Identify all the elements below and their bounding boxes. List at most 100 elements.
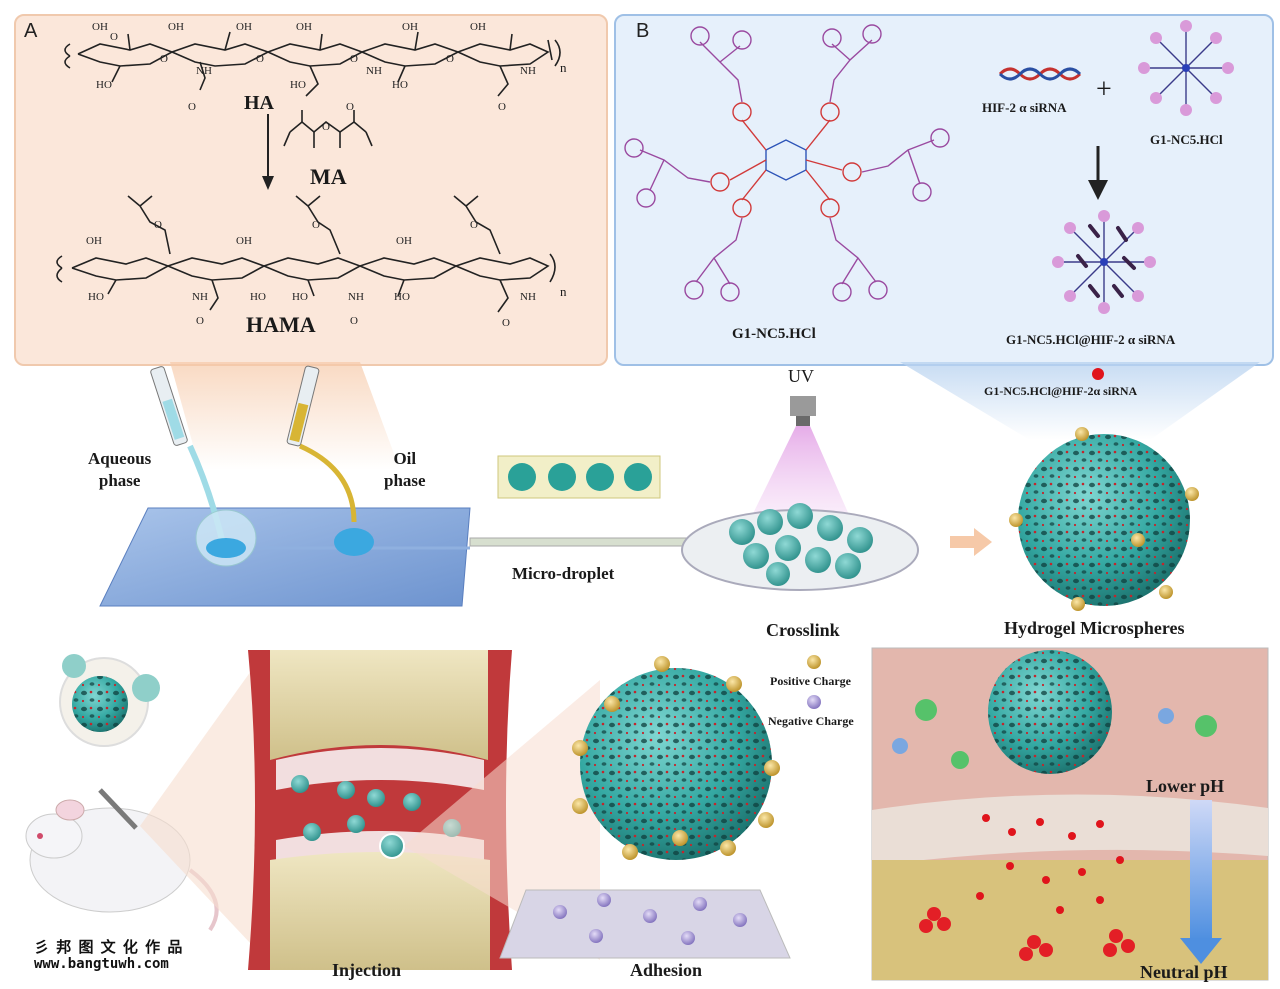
dendrimer-structure [624,24,950,302]
nanoparticle-label: G1-NC5.HCl [1150,132,1223,147]
adhesion-label: Adhesion [630,960,703,980]
svg-text:OH: OH [92,21,108,33]
watermark-url: www.bangtuwh.com [34,956,169,972]
panel-a-beam [170,362,400,470]
ma-oxygen: O [322,121,330,133]
ha-subscript-n: n [560,60,567,75]
svg-text:O: O [188,101,196,113]
svg-text:OH: OH [470,21,486,33]
svg-text:OH: OH [86,235,102,247]
adhering-microsphere [580,668,772,860]
svg-text:OH: OH [402,21,418,33]
released-sirna-dots [976,814,1124,914]
complexation-arrow [1088,146,1108,200]
lower-ph-label: Lower pH [1146,776,1225,796]
svg-text:HO: HO [392,79,408,91]
svg-text:O: O [346,101,354,113]
ha-label: HA [244,92,274,114]
hama-chain-structure [56,195,556,313]
hama-label: HAMA [246,312,316,337]
svg-text:O: O [154,219,162,231]
svg-text:O: O [312,219,320,231]
legend-complex-label: G1-NC5.HCl@HIF-2α siRNA [984,384,1138,398]
plus-sign: + [1096,74,1112,105]
ph-gradient-bar [1190,800,1212,940]
svg-text:O: O [160,53,168,65]
svg-text:HO: HO [250,291,266,303]
ma-label: MA [310,164,347,189]
svg-text:HO: HO [394,291,410,303]
hydrogel-microsphere [1018,434,1190,606]
micro-droplet-label: Micro-droplet [512,564,615,583]
watermark-chinese: 彡 邦 图 文 化 作 品 [34,938,184,956]
panel-a-hama-synthesis [14,14,608,366]
complex-label: G1-NC5.HCl@HIF-2 α siRNA [1006,332,1176,347]
svg-text:NH: NH [192,291,208,303]
cell-clusters [919,907,1135,961]
svg-text:HO: HO [88,291,104,303]
negative-charge-label: Negative Charge [768,714,854,728]
svg-text:OH: OH [236,21,252,33]
process-arrow [950,528,992,556]
svg-text:O: O [350,53,358,65]
hydrogel-microspheres-label: Hydrogel Microspheres [1004,618,1185,638]
methacrylic-anhydride-structure [283,110,373,148]
aqueous-droplet [206,538,246,558]
svg-text:O: O [256,53,264,65]
droplet-tube [469,537,711,547]
ha-chain-structure [64,31,561,97]
uv-label: UV [788,366,814,386]
svg-text:OH: OH [236,235,252,247]
cationic-nanoparticle-icon [1138,20,1234,116]
droplet-inset-beads [508,463,652,491]
sirna-helix-icon [998,67,1082,81]
legend-positive-icon [807,655,821,669]
crosslink-label: Crosslink [766,620,840,640]
svg-text:OH: OH [396,235,412,247]
adhering-positive-charges [572,656,780,860]
oil-inlet [334,528,374,556]
svg-text:O: O [498,101,506,113]
sirna-complex-icon [1052,210,1156,314]
svg-text:O: O [446,53,454,65]
panel-b-letter: B [636,20,650,42]
svg-text:O: O [502,317,510,329]
svg-text:OH: OH [296,21,312,33]
svg-text:HO: HO [290,79,306,91]
svg-text:O: O [196,315,204,327]
uv-lamp [790,396,816,426]
panel-a-letter: A [24,20,38,42]
cartilage-surface [499,889,791,959]
ha-chain-atoms: OH OH OH OH OH OH O O O O O HO NH HO NH … [92,21,536,113]
svg-text:NH: NH [366,65,382,77]
dendrimer-label: G1-NC5.HCl [732,326,816,342]
release-microsphere [988,650,1112,774]
mouse-to-joint-beam [140,650,266,960]
aqueous-phase-label: Aqueous phase [88,449,152,490]
svg-text:NH: NH [348,291,364,303]
mouse-zoom-inset [59,654,160,747]
oil-phase-label: Oil phase [384,449,426,490]
immune-cells [892,699,1217,769]
svg-text:HO: HO [292,291,308,303]
positive-charge-label: Positive Charge [770,674,851,688]
svg-text:O: O [110,31,118,43]
microsphere-positive-charges [1009,427,1199,611]
svg-text:NH: NH [196,65,212,77]
neutral-ph-label: Neutral pH [1140,962,1228,982]
hama-subscript-n: n [560,284,567,299]
svg-text:O: O [350,315,358,327]
oil-syringe [286,365,357,523]
svg-text:O: O [470,219,478,231]
injection-label: Injection [332,960,401,980]
knee-joint-illustration [248,650,512,970]
panel-b-beam [900,362,1260,440]
microfluidic-chip [99,507,471,607]
sirna-label: HIF-2 α siRNA [982,100,1067,115]
svg-text:NH: NH [520,65,536,77]
complex-legend-dot [1092,368,1104,380]
svg-text:HO: HO [96,79,112,91]
svg-text:OH: OH [168,21,184,33]
svg-text:NH: NH [520,291,536,303]
